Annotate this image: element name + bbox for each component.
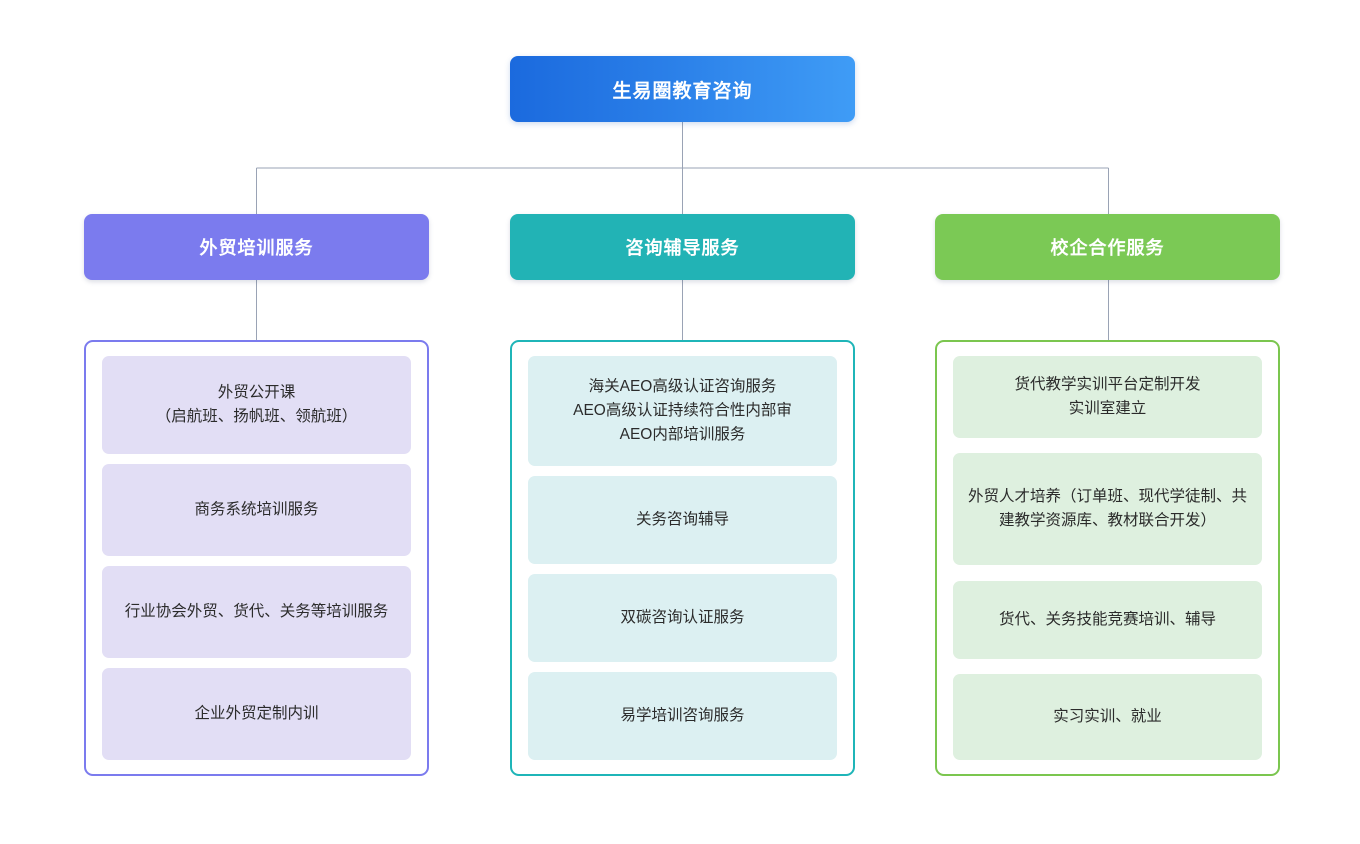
category-header-2[interactable]: 校企合作服务 <box>935 214 1280 280</box>
service-item[interactable]: 外贸公开课 （启航班、扬帆班、领航班） <box>102 356 411 454</box>
items-container-0: 外贸公开课 （启航班、扬帆班、领航班） 商务系统培训服务 行业协会外贸、货代、关… <box>84 340 429 776</box>
service-item[interactable]: 海关AEO高级认证咨询服务 AEO高级认证持续符合性内部审 AEO内部培训服务 <box>528 356 837 466</box>
service-item[interactable]: 易学培训咨询服务 <box>528 672 837 760</box>
service-item[interactable]: 企业外贸定制内训 <box>102 668 411 760</box>
items-container-1: 海关AEO高级认证咨询服务 AEO高级认证持续符合性内部审 AEO内部培训服务 … <box>510 340 855 776</box>
category-header-1[interactable]: 咨询辅导服务 <box>510 214 855 280</box>
category-header-label-1: 咨询辅导服务 <box>625 238 740 258</box>
service-item[interactable]: 实习实训、就业 <box>953 673 1262 760</box>
service-item[interactable]: 货代、关务技能竞赛培训、辅导 <box>953 580 1262 659</box>
items-container-2: 货代教学实训平台定制开发 实训室建立 外贸人才培养（订单班、现代学徒制、共建教学… <box>935 340 1280 776</box>
root-node[interactable]: 生易圈教育咨询 <box>510 56 855 122</box>
service-item[interactable]: 商务系统培训服务 <box>102 464 411 556</box>
service-item[interactable]: 关务咨询辅导 <box>528 476 837 564</box>
service-item[interactable]: 货代教学实训平台定制开发 实训室建立 <box>953 356 1262 438</box>
category-header-0[interactable]: 外贸培训服务 <box>84 214 429 280</box>
service-item[interactable]: 行业协会外贸、货代、关务等培训服务 <box>102 566 411 658</box>
branch-column-0: 外贸培训服务 外贸公开课 （启航班、扬帆班、领航班） 商务系统培训服务 行业协会… <box>84 214 429 776</box>
branch-column-2: 校企合作服务 货代教学实训平台定制开发 实训室建立 外贸人才培养（订单班、现代学… <box>935 214 1280 776</box>
category-header-label-0: 外贸培训服务 <box>199 238 314 258</box>
branch-column-1: 咨询辅导服务 海关AEO高级认证咨询服务 AEO高级认证持续符合性内部审 AEO… <box>510 214 855 776</box>
service-item[interactable]: 双碳咨询认证服务 <box>528 574 837 662</box>
root-node-label: 生易圈教育咨询 <box>612 80 753 102</box>
service-item[interactable]: 外贸人才培养（订单班、现代学徒制、共建教学资源库、教材联合开发） <box>953 453 1262 566</box>
category-header-label-2: 校企合作服务 <box>1050 238 1165 258</box>
